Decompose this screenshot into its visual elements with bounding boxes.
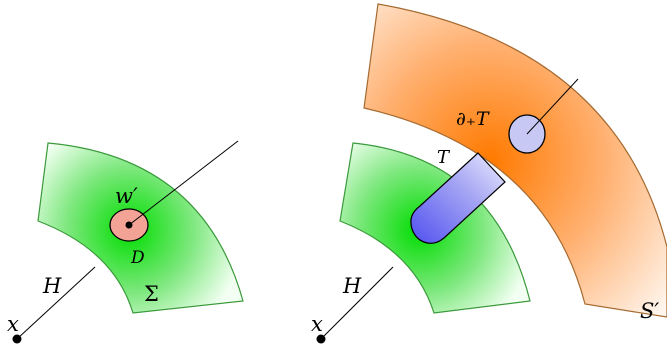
ray-h-right (320, 266, 394, 340)
label-h-right: H (342, 274, 362, 298)
label-sigma: Σ (144, 282, 159, 306)
tube-t (410, 152, 506, 244)
label-t: T (437, 147, 451, 168)
right-panel: x H T ∂₊T S′ (311, 3, 667, 344)
left-panel: x H w′ D Σ (7, 140, 244, 344)
label-x: x (7, 312, 19, 336)
label-boundary-plus-t: ∂₊T (456, 108, 490, 130)
s-prime-region (363, 3, 667, 318)
label-d: D (130, 248, 145, 268)
label-w-prime: w′ (115, 184, 138, 208)
label-h: H (42, 274, 62, 298)
point-w-prime (125, 221, 133, 229)
ray-h (16, 266, 96, 340)
label-x-right: x (311, 312, 323, 336)
label-s-prime: S′ (640, 299, 659, 323)
ray-from-boundary (526, 78, 579, 135)
point-x (12, 334, 22, 344)
point-x-right (316, 334, 326, 344)
ray-from-disk (128, 140, 239, 226)
